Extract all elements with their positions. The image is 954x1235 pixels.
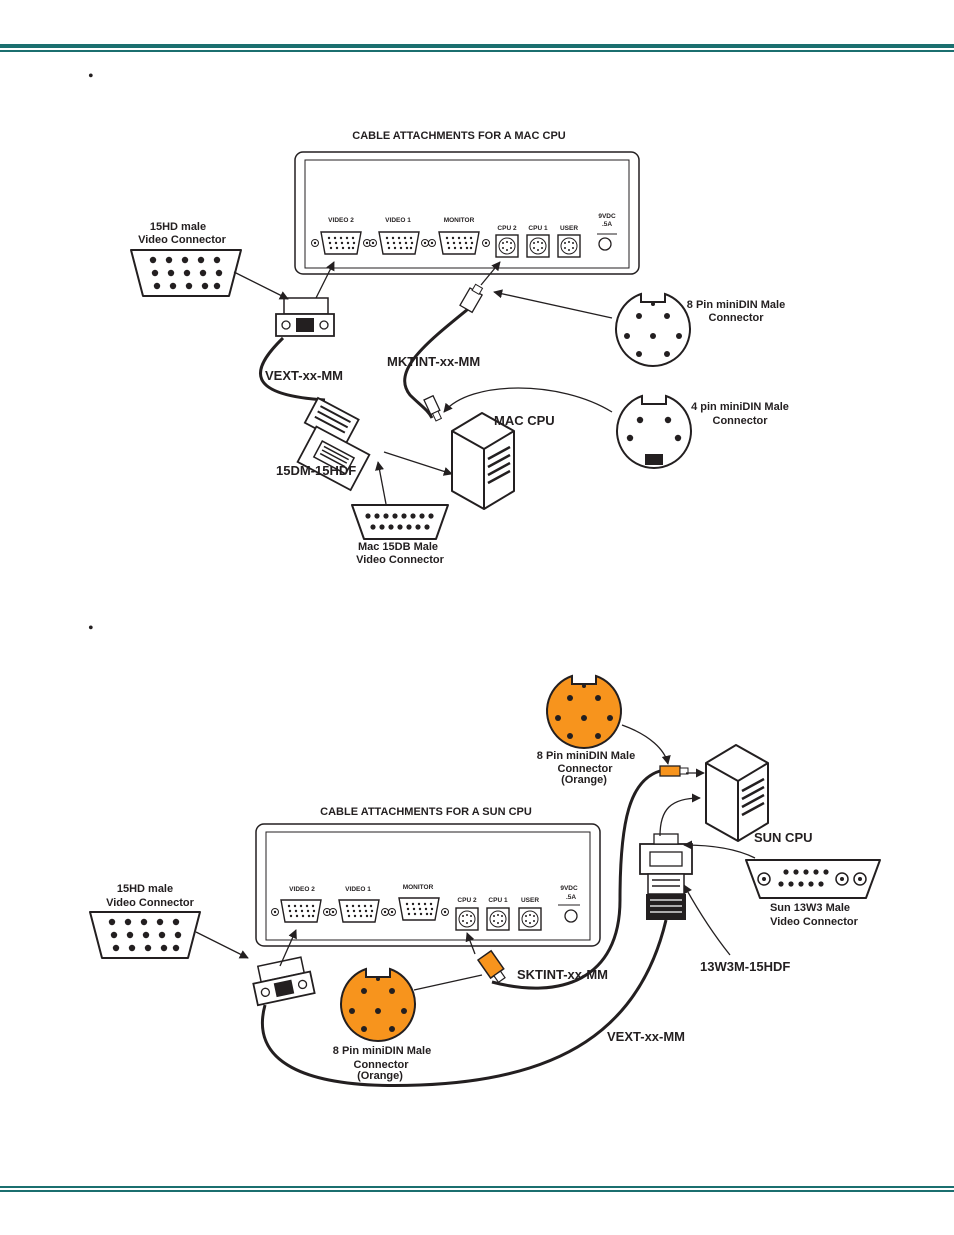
sun-cpu-tower	[704, 743, 770, 843]
sun-diagram: CABLE ATTACHMENTS FOR A SUN CPU VIDEO 2 …	[89, 675, 881, 1088]
mac-mktint-cable	[403, 303, 474, 419]
sun-sktint-cable	[491, 769, 661, 990]
sun-port-video1-label: VIDEO 1	[345, 886, 371, 893]
mac-8pin-label-line2: Connector	[709, 312, 765, 324]
bullet-sun: •	[88, 620, 94, 637]
sun-port-power-line1: 9VDC	[560, 885, 578, 892]
mac-port-video2-label: VIDEO 2	[328, 217, 354, 224]
mac-port-power-line2: .5A	[602, 221, 612, 228]
sun-15hd-label-line1: 15HD male	[117, 883, 173, 895]
sun-sktint-cpu-plug	[659, 765, 689, 777]
sun-port-cpu1-label: CPU 1	[488, 897, 508, 904]
bullet-mac: •	[88, 68, 94, 85]
mac-15hd-label-line1: 15HD male	[150, 221, 206, 233]
mac-15dm-15hdf-adapter	[296, 396, 371, 492]
mac-vext-cable-head	[275, 297, 335, 337]
sun-vext-cable	[260, 919, 668, 1088]
header-rule	[0, 44, 954, 52]
mac-cpu-label: MAC CPU	[494, 413, 555, 428]
sun-8pin-bottom-label-line3: (Orange)	[357, 1070, 403, 1082]
mac-adapter-label: 15DM-15HDF	[276, 463, 356, 478]
mac-diagram: CABLE ATTACHMENTS FOR A MAC CPU VIDEO 2 …	[130, 130, 789, 566]
mac-switch-back-panel: VIDEO 2 VIDEO 1 MONITOR CPU 2 CPU 1 USER…	[294, 151, 640, 275]
mac-port-monitor-label: MONITOR	[444, 217, 475, 224]
sun-adapter-label: 13W3M-15HDF	[700, 959, 790, 974]
sun-title: CABLE ATTACHMENTS FOR A SUN CPU	[320, 806, 532, 818]
sun-13w3m-15hdf-adapter	[639, 833, 693, 920]
mac-title: CABLE ATTACHMENTS FOR A MAC CPU	[352, 130, 566, 142]
sun-8pin-bottom-label-line2: Connector	[354, 1059, 410, 1071]
sun-13w3-label-line2: Video Connector	[770, 916, 859, 928]
mac-mktint-cpu-plug	[423, 394, 443, 422]
sun-15hd-male-connector	[89, 911, 201, 959]
sun-vext-label: VEXT-xx-MM	[607, 1029, 685, 1044]
footer-rule	[0, 1186, 954, 1192]
mac-8pin-label-line1: 8 Pin miniDIN Male	[687, 299, 785, 311]
mac-vext-label: VEXT-xx-MM	[265, 368, 343, 383]
sun-cpu-label: SUN CPU	[754, 830, 813, 845]
mac-mktint-keyboard-plug	[459, 283, 484, 314]
sun-8pin-minidin-top-connector	[546, 675, 622, 749]
sun-sktint-label: SKTINT-xx-MM	[517, 967, 608, 982]
sun-8pin-top-label-line2: Connector	[558, 763, 614, 775]
mac-mktint-label: MKTINT-xx-MM	[387, 354, 480, 369]
sun-8pin-bottom-label-line1: 8 Pin miniDIN Male	[333, 1045, 431, 1057]
sun-port-video2-label: VIDEO 2	[289, 886, 315, 893]
sun-port-user-label: USER	[521, 897, 539, 904]
mac-port-cpu1-label: CPU 1	[528, 225, 548, 232]
sun-port-power-line2: .5A	[566, 894, 576, 901]
sun-switch-back-panel: VIDEO 2 VIDEO 1 MONITOR CPU 2 CPU 1 USER…	[255, 823, 601, 947]
mac-port-user-label: USER	[560, 225, 578, 232]
sun-port-cpu2-label: CPU 2	[457, 897, 477, 904]
mac-port-power-line1: 9VDC	[598, 213, 616, 220]
mac-15hd-label-line2: Video Connector	[138, 234, 227, 246]
mac-4pin-label-line2: Connector	[713, 415, 769, 427]
sun-8pin-top-label-line1: 8 Pin miniDIN Male	[537, 750, 635, 762]
mac-port-video1-label: VIDEO 1	[385, 217, 411, 224]
sun-8pin-minidin-bottom-connector	[340, 968, 416, 1042]
mac-4pin-label-line1: 4 pin miniDIN Male	[691, 401, 789, 413]
mac-port-cpu2-label: CPU 2	[497, 225, 517, 232]
sun-port-monitor-label: MONITOR	[403, 884, 434, 891]
mac-15db-label-line2: Video Connector	[356, 554, 445, 566]
mac-15db-male-connector	[351, 504, 449, 540]
sun-vext-cable-head	[252, 956, 316, 1007]
sun-8pin-top-label-line3: (Orange)	[561, 774, 607, 786]
sun-13w3-label-line1: Sun 13W3 Male	[770, 902, 850, 914]
mac-15hd-male-connector	[130, 249, 242, 297]
mac-15db-label-line1: Mac 15DB Male	[358, 541, 438, 553]
mac-vext-cable	[259, 336, 326, 402]
sun-15hd-label-line2: Video Connector	[106, 897, 195, 909]
mac-4pin-minidin-connector	[616, 394, 692, 469]
sun-13w3-male-connector	[745, 859, 881, 899]
mac-8pin-minidin-connector	[615, 292, 691, 367]
sun-sktint-plug	[476, 949, 506, 984]
